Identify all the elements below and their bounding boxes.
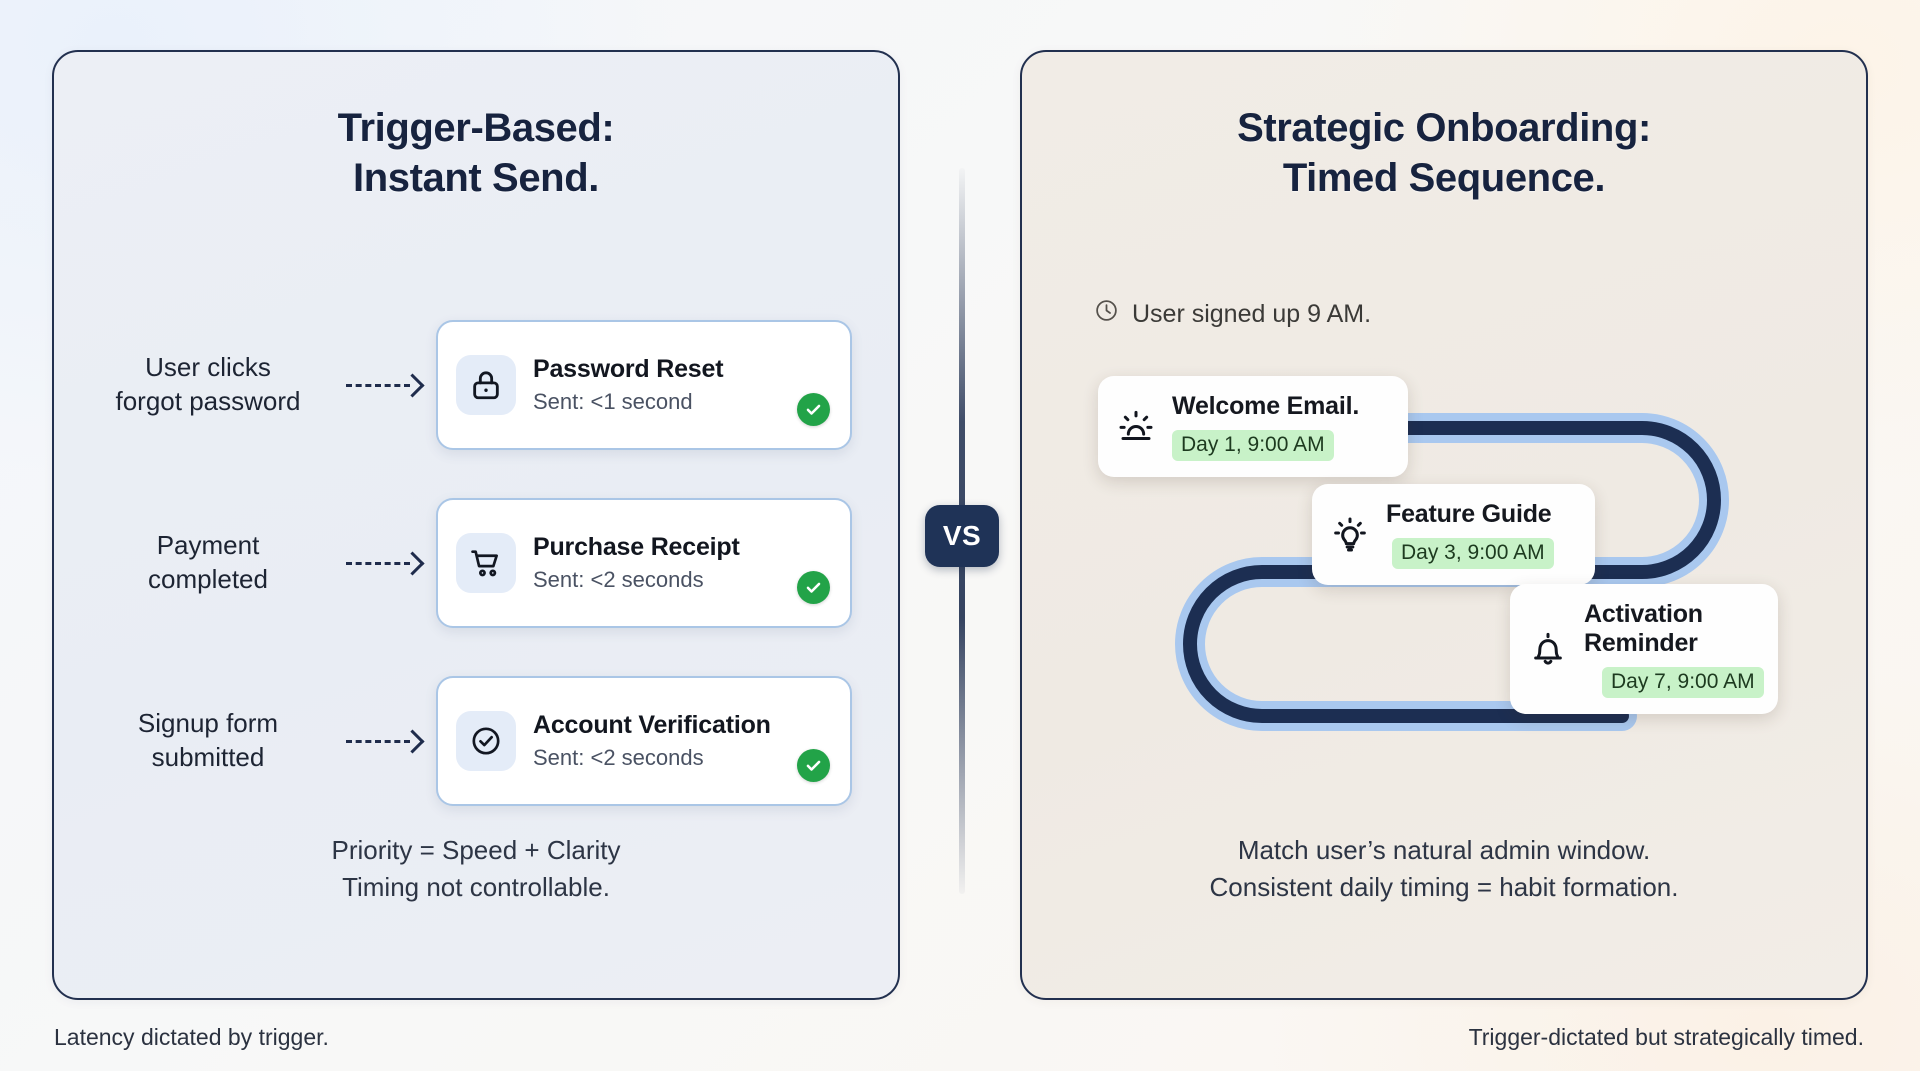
check-circle-status-icon [797,571,830,604]
signup-note: User signed up 9 AM. [1094,298,1371,330]
trigger-row: Payment completed Purchase [54,498,898,628]
event-title: Account Verification [533,711,771,739]
event-text: Purchase Receipt Sent: <2 seconds [533,533,797,593]
shopping-cart-icon [456,533,516,593]
event-subtitle: Sent: <1 second [533,389,693,414]
trigger-label-line2: submitted [151,742,265,772]
sequence-card-text: Welcome Email. Day 1, 9:00 AM [1172,392,1359,461]
sequence-area: Welcome Email. Day 1, 9:00 AM Feature Gu… [1022,348,1870,798]
event-card-password-reset[interactable]: Password Reset Sent: <1 second [436,320,852,450]
lightbulb-icon [1330,515,1370,555]
event-text: Account Verification Sent: <2 seconds [533,711,797,771]
sequence-card-title: Feature Guide [1386,500,1552,528]
event-card-account-verification[interactable]: Account Verification Sent: <2 seconds [436,676,852,806]
right-panel-footnote: Match user’s natural admin window. Consi… [1022,832,1866,906]
right-panel-title-line1: Strategic Onboarding: [1237,106,1651,150]
sunrise-icon [1116,407,1156,447]
sequence-card-text: Activation Reminder Day 7, 9:00 AM [1584,600,1764,698]
trigger-label: User clicks forgot password [72,351,344,419]
dashed-arrow-icon [346,729,430,754]
trigger-rows: User clicks forgot password [54,320,898,854]
left-footnote-line1: Priority = Speed + Clarity [331,835,621,866]
trigger-label: Payment completed [72,529,344,597]
left-panel-title: Trigger-Based: Instant Send. [54,104,898,203]
right-footnote-line2: Consistent daily timing = habit formatio… [1209,872,1679,903]
left-caption: Latency dictated by trigger. [54,1024,329,1050]
event-title: Password Reset [533,355,724,383]
check-circle-status-icon [797,749,830,782]
sequence-card-activation-reminder[interactable]: Activation Reminder Day 7, 9:00 AM [1510,584,1778,714]
right-caption: Trigger-dictated but strategically timed… [1468,1024,1864,1050]
lock-icon [456,355,516,415]
signup-note-text: User signed up 9 AM. [1132,299,1372,328]
trigger-label-line1: User clicks [145,352,271,383]
panel-trigger-based: Trigger-Based: Instant Send. User clicks… [52,50,900,1000]
left-panel-title-line2: Instant Send. [353,155,599,200]
dashed-arrow-icon [346,373,430,398]
sequence-card-schedule-chip: Day 1, 9:00 AM [1172,430,1334,461]
panel-strategic-onboarding: Strategic Onboarding: Timed Sequence. Us… [1020,50,1868,1000]
event-card-purchase-receipt[interactable]: Purchase Receipt Sent: <2 seconds [436,498,852,628]
bell-icon [1528,629,1568,669]
event-text: Password Reset Sent: <1 second [533,355,797,415]
left-panel-title-line1: Trigger-Based: [337,106,615,150]
sequence-card-title: Welcome Email. [1172,392,1360,420]
sequence-card-welcome-email[interactable]: Welcome Email. Day 1, 9:00 AM [1098,376,1408,477]
trigger-label-line1: Payment [156,530,260,561]
dashed-arrow-icon [346,551,430,576]
event-title: Purchase Receipt [533,533,740,561]
sequence-card-text: Feature Guide Day 3, 9:00 AM [1386,500,1554,569]
vs-badge: VS [925,505,999,567]
trigger-label-line2: completed [148,564,268,594]
trigger-label: Signup form submitted [72,707,344,775]
trigger-row: User clicks forgot password [54,320,898,450]
event-subtitle: Sent: <2 seconds [533,745,704,770]
check-circle-status-icon [797,393,830,426]
sequence-card-schedule-chip: Day 7, 9:00 AM [1602,667,1764,698]
sequence-card-schedule-chip: Day 3, 9:00 AM [1392,538,1554,569]
trigger-row: Signup form submitted Account Verificati… [54,676,898,806]
left-footnote-line2: Timing not controllable. [342,872,610,903]
left-panel-footnote: Priority = Speed + Clarity Timing not co… [54,832,898,906]
event-subtitle: Sent: <2 seconds [533,567,704,592]
right-panel-title-line2: Timed Sequence. [1282,155,1606,200]
right-panel-title: Strategic Onboarding: Timed Sequence. [1022,104,1866,203]
check-circle-icon [456,711,516,771]
clock-icon [1094,298,1119,330]
trigger-label-line2: forgot password [115,386,301,416]
sequence-card-feature-guide[interactable]: Feature Guide Day 3, 9:00 AM [1312,484,1595,585]
sequence-card-title: Activation Reminder [1584,600,1703,657]
right-footnote-line1: Match user’s natural admin window. [1237,835,1651,866]
trigger-label-line1: Signup form [137,708,279,739]
